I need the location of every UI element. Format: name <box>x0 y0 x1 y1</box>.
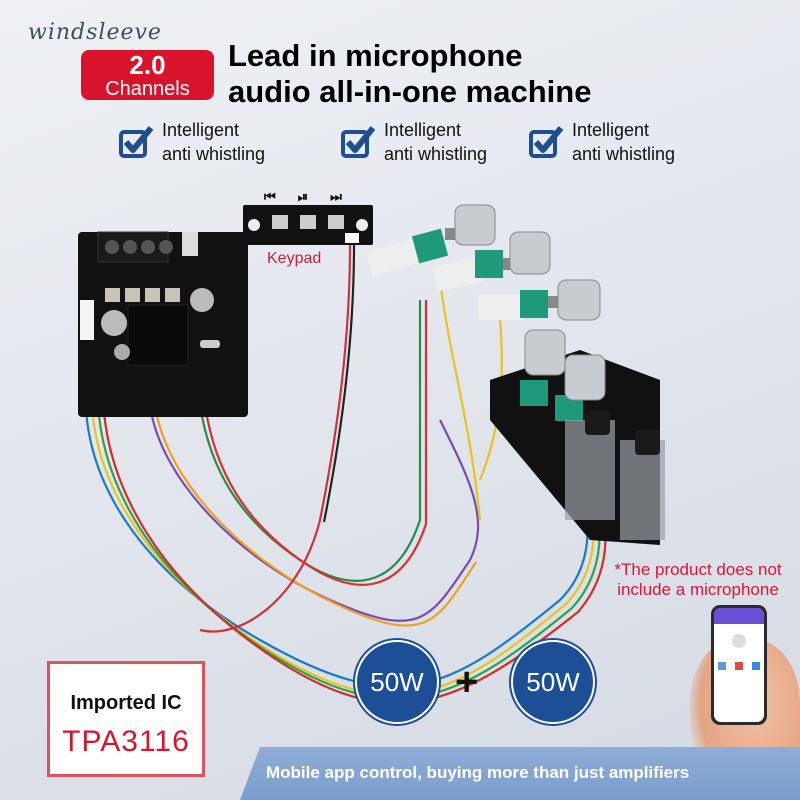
channels-number: 2.0 <box>129 50 166 80</box>
mic-icon <box>718 662 727 670</box>
disclaimer-line-1: *The product does not <box>614 560 782 579</box>
speaker-icon <box>732 634 746 648</box>
product-illustration <box>78 204 665 700</box>
keypad-label: Keypad <box>267 250 322 267</box>
play-pause-icon: ⏯ <box>297 190 309 205</box>
keypad-board <box>243 205 373 245</box>
previous-track-icon: ⏮ <box>264 190 276 205</box>
power-badge-left: 50W <box>355 640 439 724</box>
keypad-media-buttons: ⏮ ⏯ ⏭ <box>264 190 342 205</box>
chip-model: TPA3116 <box>62 725 190 758</box>
app-header-bar <box>714 608 764 624</box>
bottom-banner <box>240 747 800 800</box>
disclaimer-note: *The product does not include a micropho… <box>598 560 798 600</box>
chip-label: Imported IC <box>70 692 182 714</box>
disclaimer-line-2: include a microphone <box>617 580 779 599</box>
app-screen <box>714 608 764 722</box>
feature-item: Intelligent anti whistling <box>528 118 675 166</box>
folder-icon <box>751 662 760 670</box>
microphone-input-board <box>490 329 665 545</box>
brand-logo: windsleeve <box>28 20 162 45</box>
tag-icon <box>734 662 743 670</box>
feature-line-1: Intelligent <box>572 120 650 140</box>
feature-line-2: anti whistling <box>572 144 676 164</box>
feature-line-2: anti whistling <box>384 144 488 164</box>
amplifier-board <box>78 231 248 417</box>
checkbox-checked-icon <box>119 126 154 158</box>
title-line-1: Lead in microphone <box>228 38 523 73</box>
power-badge-right: 50W <box>511 640 595 724</box>
chip-info-box: Imported IC TPA3116 <box>47 661 205 777</box>
feature-item: Intelligent anti whistling <box>340 118 487 166</box>
channels-label: Channels <box>105 78 190 100</box>
feature-item: Intelligent anti whistling <box>118 118 265 166</box>
feature-line-1: Intelligent <box>162 120 240 140</box>
banner-text: Mobile app control, buying more than jus… <box>266 763 690 782</box>
page-title: Lead in microphone audio all-in-one mach… <box>228 38 591 110</box>
title-line-2: audio all-in-one machine <box>228 74 592 109</box>
checkbox-checked-icon <box>529 126 564 158</box>
feature-line-1: Intelligent <box>384 120 462 140</box>
channels-badge: 2.0 Channels <box>81 50 214 100</box>
plus-sign: + <box>455 660 479 704</box>
smartphone-app-image <box>711 605 767 725</box>
feature-list: Intelligent anti whistling Intelligent a… <box>118 118 738 170</box>
potentiometer-group <box>365 204 601 321</box>
feature-line-2: anti whistling <box>162 144 266 164</box>
next-track-icon: ⏭ <box>330 190 342 205</box>
checkbox-checked-icon <box>341 126 376 158</box>
